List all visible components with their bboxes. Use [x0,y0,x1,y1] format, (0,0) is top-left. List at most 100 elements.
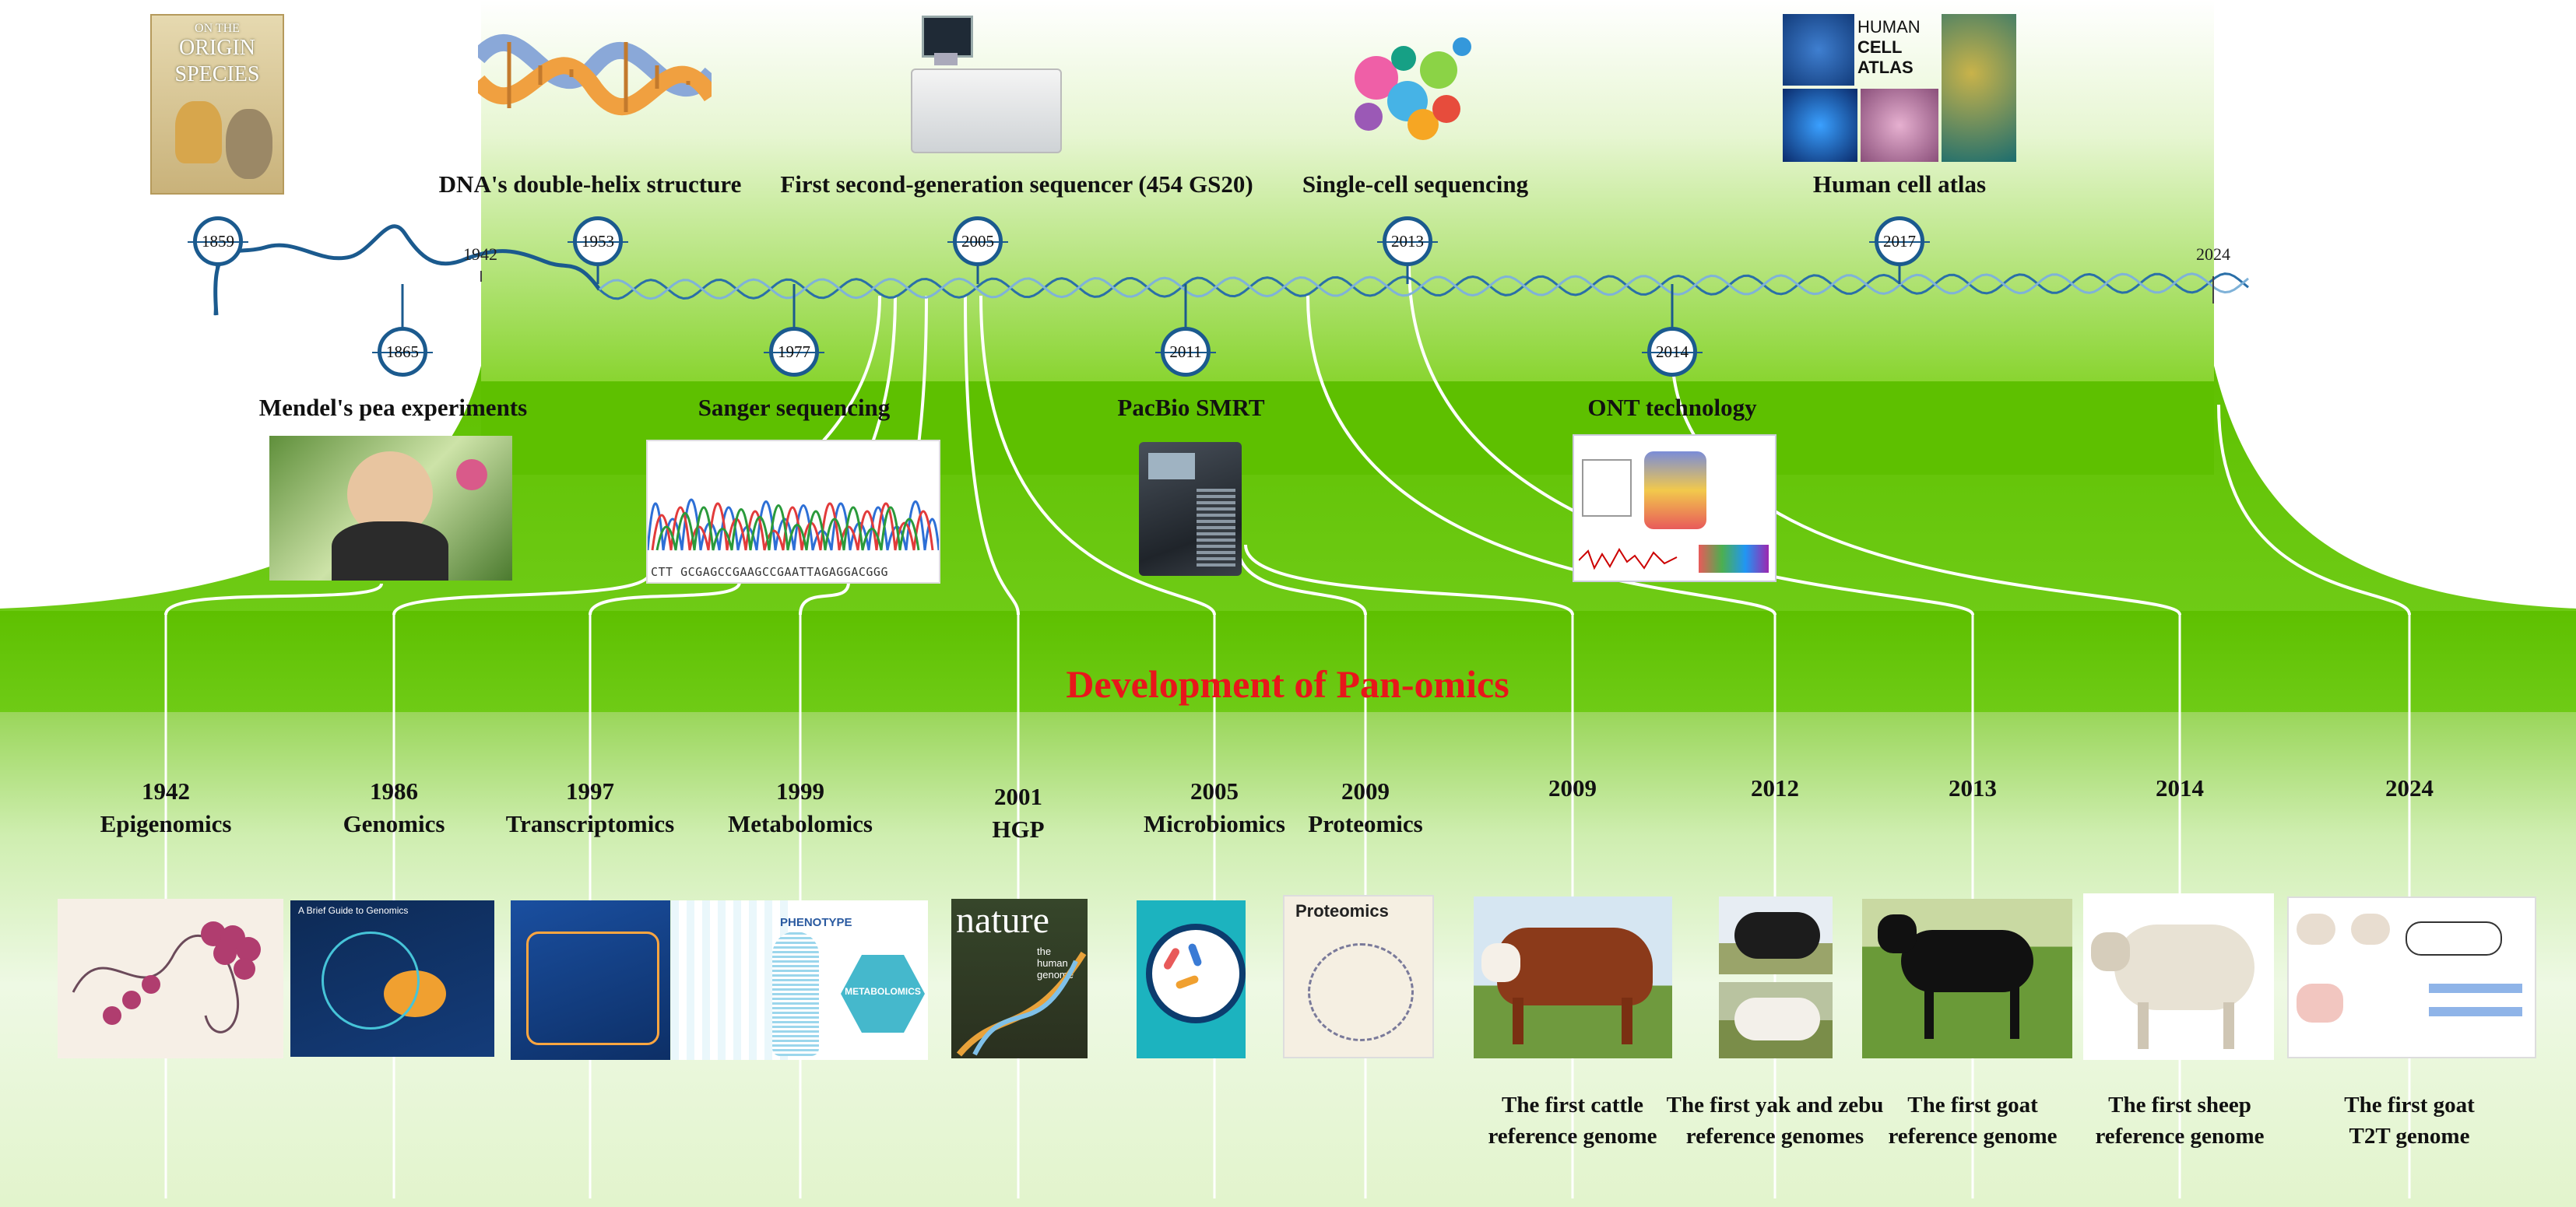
goat-t2t-diagram-image [2287,896,2536,1058]
timeline-node-1865: 1865 [372,327,433,377]
green-band [0,611,2576,712]
transcriptomics-cover-image [511,900,670,1060]
page-title: Development of Pan-omics [1066,662,1509,706]
goat-image [1862,899,2072,1058]
hca-cell-image [1942,14,2016,162]
yak-image [1719,896,1833,974]
timeline-node-1977: 1977 [764,327,824,377]
nature-cover-title: nature [956,900,1049,941]
metabolomics-label: METABOLOMICS [845,986,921,997]
omics-name-label: Microbiomics [1144,810,1285,837]
goat-body [1901,930,2033,992]
connector-lines [164,264,2411,1198]
timeline-event-label: Mendel's pea experiments [258,394,528,421]
timeline-node-2011: 2011 [1155,327,1216,377]
genome-year-label: 2013 [1949,774,1997,802]
genome-line1-label: The first sheep [2108,1093,2251,1118]
connector-curve [964,295,1020,616]
timeline-node-1953: 1953 [568,216,628,266]
454-gs20-sequencer-image [911,6,1063,156]
early-timeline-wave [213,224,602,316]
omics-year-label: 2001 [994,783,1042,810]
omics-year-label: 1997 [566,777,614,805]
genome-year-label: 2009 [1548,774,1597,802]
cattle-image [1474,896,1672,1058]
genome-year-label: 2012 [1751,774,1799,802]
timeline-event-label: PacBio SMRT [1117,394,1265,421]
omics-year-label: 1999 [776,777,824,805]
timeline-node-1859: 1859 [188,216,248,266]
helix-strand-b [599,272,2249,300]
origin-book-line1: ON THE [195,22,240,35]
hca-wordmark: HUMAN CELL ATLAS [1857,17,1921,77]
genome-line1-label: The first goat [1907,1093,2038,1118]
genome-line1-label: The first goat [2344,1093,2475,1118]
sheep-image [2083,893,2274,1060]
genome-line2-label: reference genome [2095,1124,2265,1149]
double-helix-art [478,33,712,116]
timeline-event-label: DNA's double-helix structure [438,170,742,198]
darwin-portrait [226,109,272,179]
epigenomics-chromatin-image [58,899,283,1058]
nanopore-diagram [1644,451,1706,529]
hca-logo-circle [1783,14,1854,86]
sequencer-body [911,68,1062,153]
sheep-body [2114,925,2254,1010]
hca-neuron-image [1783,89,1857,162]
omics-name-label: Epigenomics [100,810,232,837]
omics-name-label: Transcriptomics [505,810,675,837]
sanger-base-calls: CTT GCGAGCCGAAGCCGAATTAGAGGACGGG [651,565,888,579]
connector-curve [1236,544,1367,616]
timeline-node-2013: 2013 [1377,216,1438,266]
genome-line2-label: reference genomes [1685,1124,1864,1149]
dna-double-helix-image [478,11,712,151]
genome-line2-label: reference genome [1488,1124,1657,1149]
omics-year-label: 2005 [1190,777,1239,805]
bird-illustration [175,101,222,163]
genome-line1-label: The first yak and zebu [1666,1093,1884,1118]
metabolomics-phenotype-image: PHENOTYPE METABOLOMICS [671,900,928,1060]
connector-curve [1306,295,1776,616]
genome-line2-label: T2T genome [2349,1124,2470,1149]
genomics-cover-title: A Brief Guide to Genomics [298,905,409,916]
origin-of-species-cover-image: ON THE ORIGIN SPECIES [150,14,284,195]
nature-hgp-cover-image: nature the human genome [951,899,1088,1058]
genome-line2-label: reference genome [1888,1124,2058,1149]
top-green-region [481,0,2214,385]
hca-tissue-image [1861,89,1938,162]
single-cell-umap-image [1330,16,1485,156]
phenotype-label: PHENOTYPE [780,916,852,929]
pacbio-sequencer-image [1139,442,1242,576]
zebu-image [1719,982,1833,1058]
omics-year-label: 2009 [1341,777,1390,805]
genome-year-label: 2014 [2156,774,2204,802]
human-silhouette [772,932,819,1056]
omics-year-label: 1942 [142,777,190,805]
connector-curve [392,571,652,616]
connector-curve [799,581,850,616]
genome-line1-label: The first cattle [1502,1093,1643,1118]
sequencer-monitor [922,16,973,58]
proteomics-cover-title: Proteomics [1295,901,1389,921]
timeline-node-2005: 2005 [947,216,1008,266]
timeline-event-label: ONT technology [1587,394,1757,421]
omics-name-label: Proteomics [1308,810,1423,837]
timeline-event-label: Single-cell sequencing [1302,170,1529,198]
proteomics-cover-image: Proteomics [1283,895,1434,1058]
mendel-pea-image [269,436,512,581]
origin-book-line3: SPECIES [174,62,260,86]
cattle-body [1497,928,1653,1005]
connector-curve [979,295,1216,616]
sanger-chromatogram-image: CTT GCGAGCCGAAGCCGAATTAGAGGACGGG [646,440,940,584]
ont-nanopore-image [1573,434,1776,582]
omics-year-label: 1986 [370,777,418,805]
omics-name-label: HGP [992,816,1045,843]
omics-name-label: Genomics [343,810,445,837]
connector-curve [2217,404,2411,616]
timeline-event-label: Sanger sequencing [698,394,891,421]
timeline-end-year: 2024 [2196,244,2230,264]
origin-book-line2: ORIGIN [179,36,255,60]
omics-name-label: Metabolomics [728,810,873,837]
timeline-event-label: Human cell atlas [1812,170,1987,198]
connector-curve [589,581,741,616]
